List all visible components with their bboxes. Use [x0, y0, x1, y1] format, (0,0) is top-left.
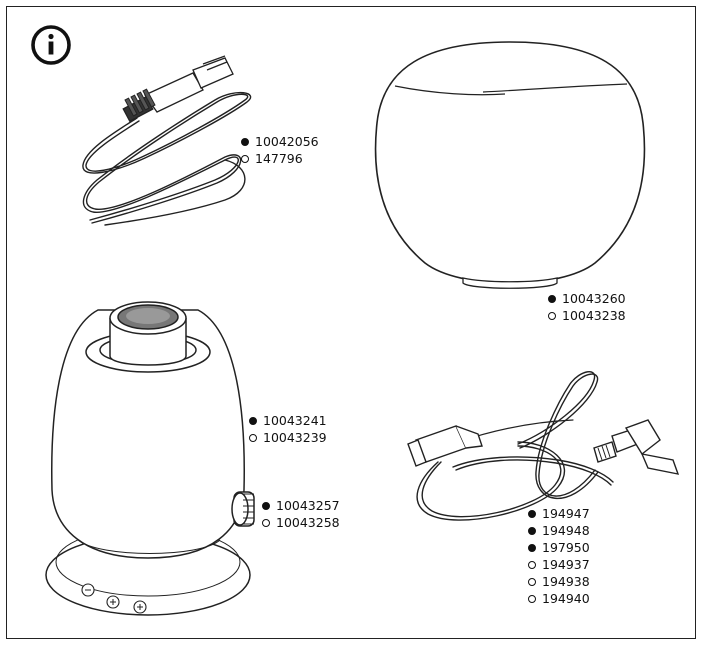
part-number-row: 10043239	[249, 429, 327, 446]
part-number-row: 10042056	[241, 133, 319, 150]
info-icon	[31, 25, 71, 65]
part-number: 194947	[542, 506, 590, 521]
part-number-row: 194948	[528, 522, 590, 539]
part-number-row: 10043258	[262, 514, 340, 531]
light-cable-illustration	[82, 55, 252, 226]
part-number: 194940	[542, 591, 590, 606]
part-number-row: 10043260	[548, 290, 626, 307]
cable-part-numbers: 10042056 147796	[241, 133, 319, 167]
filled-dot-icon	[528, 543, 536, 552]
part-number: 194938	[542, 574, 590, 589]
part-number-row: 194940	[528, 590, 590, 607]
filled-dot-icon	[528, 526, 536, 535]
part-number-row: 10043257	[262, 497, 340, 514]
part-number: 147796	[255, 151, 303, 166]
part-number-row: 10043238	[548, 307, 626, 324]
part-number: 10043257	[276, 498, 340, 513]
open-dot-icon	[262, 518, 270, 527]
part-number: 10043241	[263, 413, 327, 428]
filled-dot-icon	[548, 294, 556, 303]
open-dot-icon	[528, 577, 536, 586]
shade-part-numbers: 10043260 10043238	[548, 290, 626, 324]
filled-dot-icon	[241, 137, 249, 146]
part-number: 10043239	[263, 430, 327, 445]
part-number-row: 194938	[528, 573, 590, 590]
power-cord-part-numbers: 194947 194948 197950 194937 194938 19494…	[528, 505, 590, 607]
part-number: 197950	[542, 540, 590, 555]
power-cord-illustration	[407, 371, 680, 521]
filled-dot-icon	[249, 416, 257, 425]
open-dot-icon	[528, 594, 536, 603]
part-number-row: 10043241	[249, 412, 327, 429]
part-number: 10042056	[255, 134, 319, 149]
page-frame	[6, 6, 696, 639]
part-number: 10043238	[562, 308, 626, 323]
open-dot-icon	[548, 311, 556, 320]
knob-part-numbers: 10043257 10043258	[262, 497, 340, 531]
lamp-base-illustration	[45, 301, 255, 616]
part-number-row: 194937	[528, 556, 590, 573]
part-number: 10043260	[562, 291, 626, 306]
lamp-shade-illustration	[374, 41, 646, 289]
filled-dot-icon	[528, 509, 536, 518]
part-number-row: 194947	[528, 505, 590, 522]
open-dot-icon	[528, 560, 536, 569]
part-number: 194937	[542, 557, 590, 572]
part-number: 194948	[542, 523, 590, 538]
open-dot-icon	[249, 433, 257, 442]
open-dot-icon	[241, 154, 249, 163]
base-body-part-numbers: 10043241 10043239	[249, 412, 327, 446]
part-number-row: 197950	[528, 539, 590, 556]
part-number-row: 147796	[241, 150, 319, 167]
part-number: 10043258	[276, 515, 340, 530]
filled-dot-icon	[262, 501, 270, 510]
